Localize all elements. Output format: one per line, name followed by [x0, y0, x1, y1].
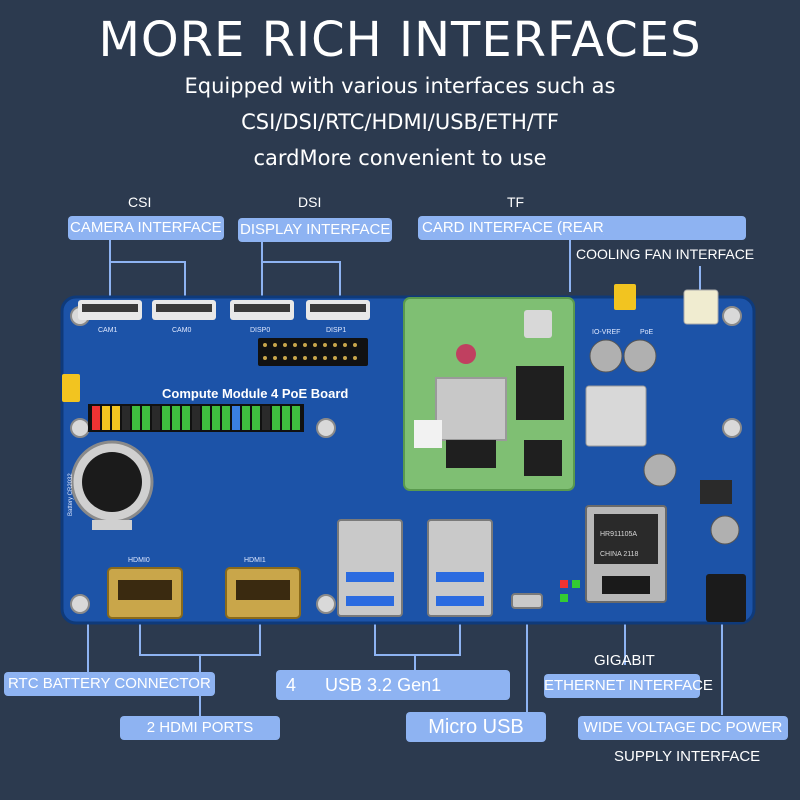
usb-count: 4 — [286, 675, 297, 695]
csi-camera-tag: CAMERA INTERFACE — [68, 216, 224, 240]
upper-pin-header — [258, 338, 368, 366]
subtitle-line-3: cardMore convenient to use — [253, 146, 547, 170]
mounting-holes — [70, 306, 742, 614]
cam0-label: CAM0 — [172, 327, 192, 334]
gpio-header — [88, 404, 304, 432]
power-section — [585, 284, 746, 622]
fpc-connectors — [78, 300, 370, 320]
rtc-battery-tag: RTC BATTERY CONNECTOR — [4, 672, 215, 696]
tf-heading: TF — [507, 194, 525, 210]
page-title: MORE RICH INTERFACES — [98, 12, 702, 68]
compute-module — [403, 297, 575, 491]
dsi-heading: DSI — [298, 194, 322, 210]
usb-label: USB 3.2 Gen1 — [325, 675, 442, 695]
subtitle-line-2: CSI/DSI/RTC/HDMI/USB/ETH/TF — [241, 110, 559, 134]
io-vref-silk: IO-VREF — [592, 329, 620, 336]
eth-chip-label-1: HR911105A — [600, 531, 637, 538]
status-leds — [560, 580, 580, 602]
ethernet-jack — [585, 505, 667, 603]
eth-chip-label-2: CHINA 2118 — [600, 551, 638, 558]
fan-tag-bar — [604, 216, 746, 240]
battery-silk: Battery CR2032 — [68, 473, 74, 516]
hdmi1-silk: HDMI1 — [244, 557, 266, 564]
csi-heading: CSI — [128, 194, 152, 210]
usb-ports — [337, 519, 493, 617]
dc-power-sub: SUPPLY INTERFACE — [614, 748, 761, 765]
gigabit-label: GIGABIT — [594, 652, 655, 669]
hdmi-ports-tag: 2 HDMI PORTS — [120, 716, 280, 740]
subtitle-line-1: Equipped with various interfaces such as — [184, 74, 616, 98]
cam1-label: CAM1 — [98, 327, 118, 334]
hdmi0-silk: HDMI0 — [128, 557, 150, 564]
cooling-fan-label: COOLING FAN INTERFACE — [576, 246, 755, 262]
usb-tag: 4 USB 3.2 Gen1 — [276, 670, 510, 700]
disp1-label: DISP1 — [326, 327, 346, 334]
dc-power-tag: WIDE VOLTAGE DC POWER — [578, 716, 788, 740]
left-jumper — [62, 374, 80, 402]
ethernet-tag: ETHERNET INTERFACE — [544, 674, 713, 698]
board-name: Compute Module 4 PoE Board — [162, 386, 348, 401]
disp0-label: DISP0 — [250, 327, 270, 334]
poe-silk: PoE — [640, 329, 654, 336]
dsi-display-tag: DISPLAY INTERFACE — [238, 218, 393, 242]
battery-holder — [70, 440, 154, 530]
tf-card-tag: CARD INTERFACE (REAR) — [418, 216, 613, 240]
hdmi-ports — [107, 567, 301, 619]
micro-usb-tag: Micro USB — [406, 712, 546, 742]
upper-pins — [263, 343, 357, 360]
micro-usb-port — [511, 593, 543, 609]
